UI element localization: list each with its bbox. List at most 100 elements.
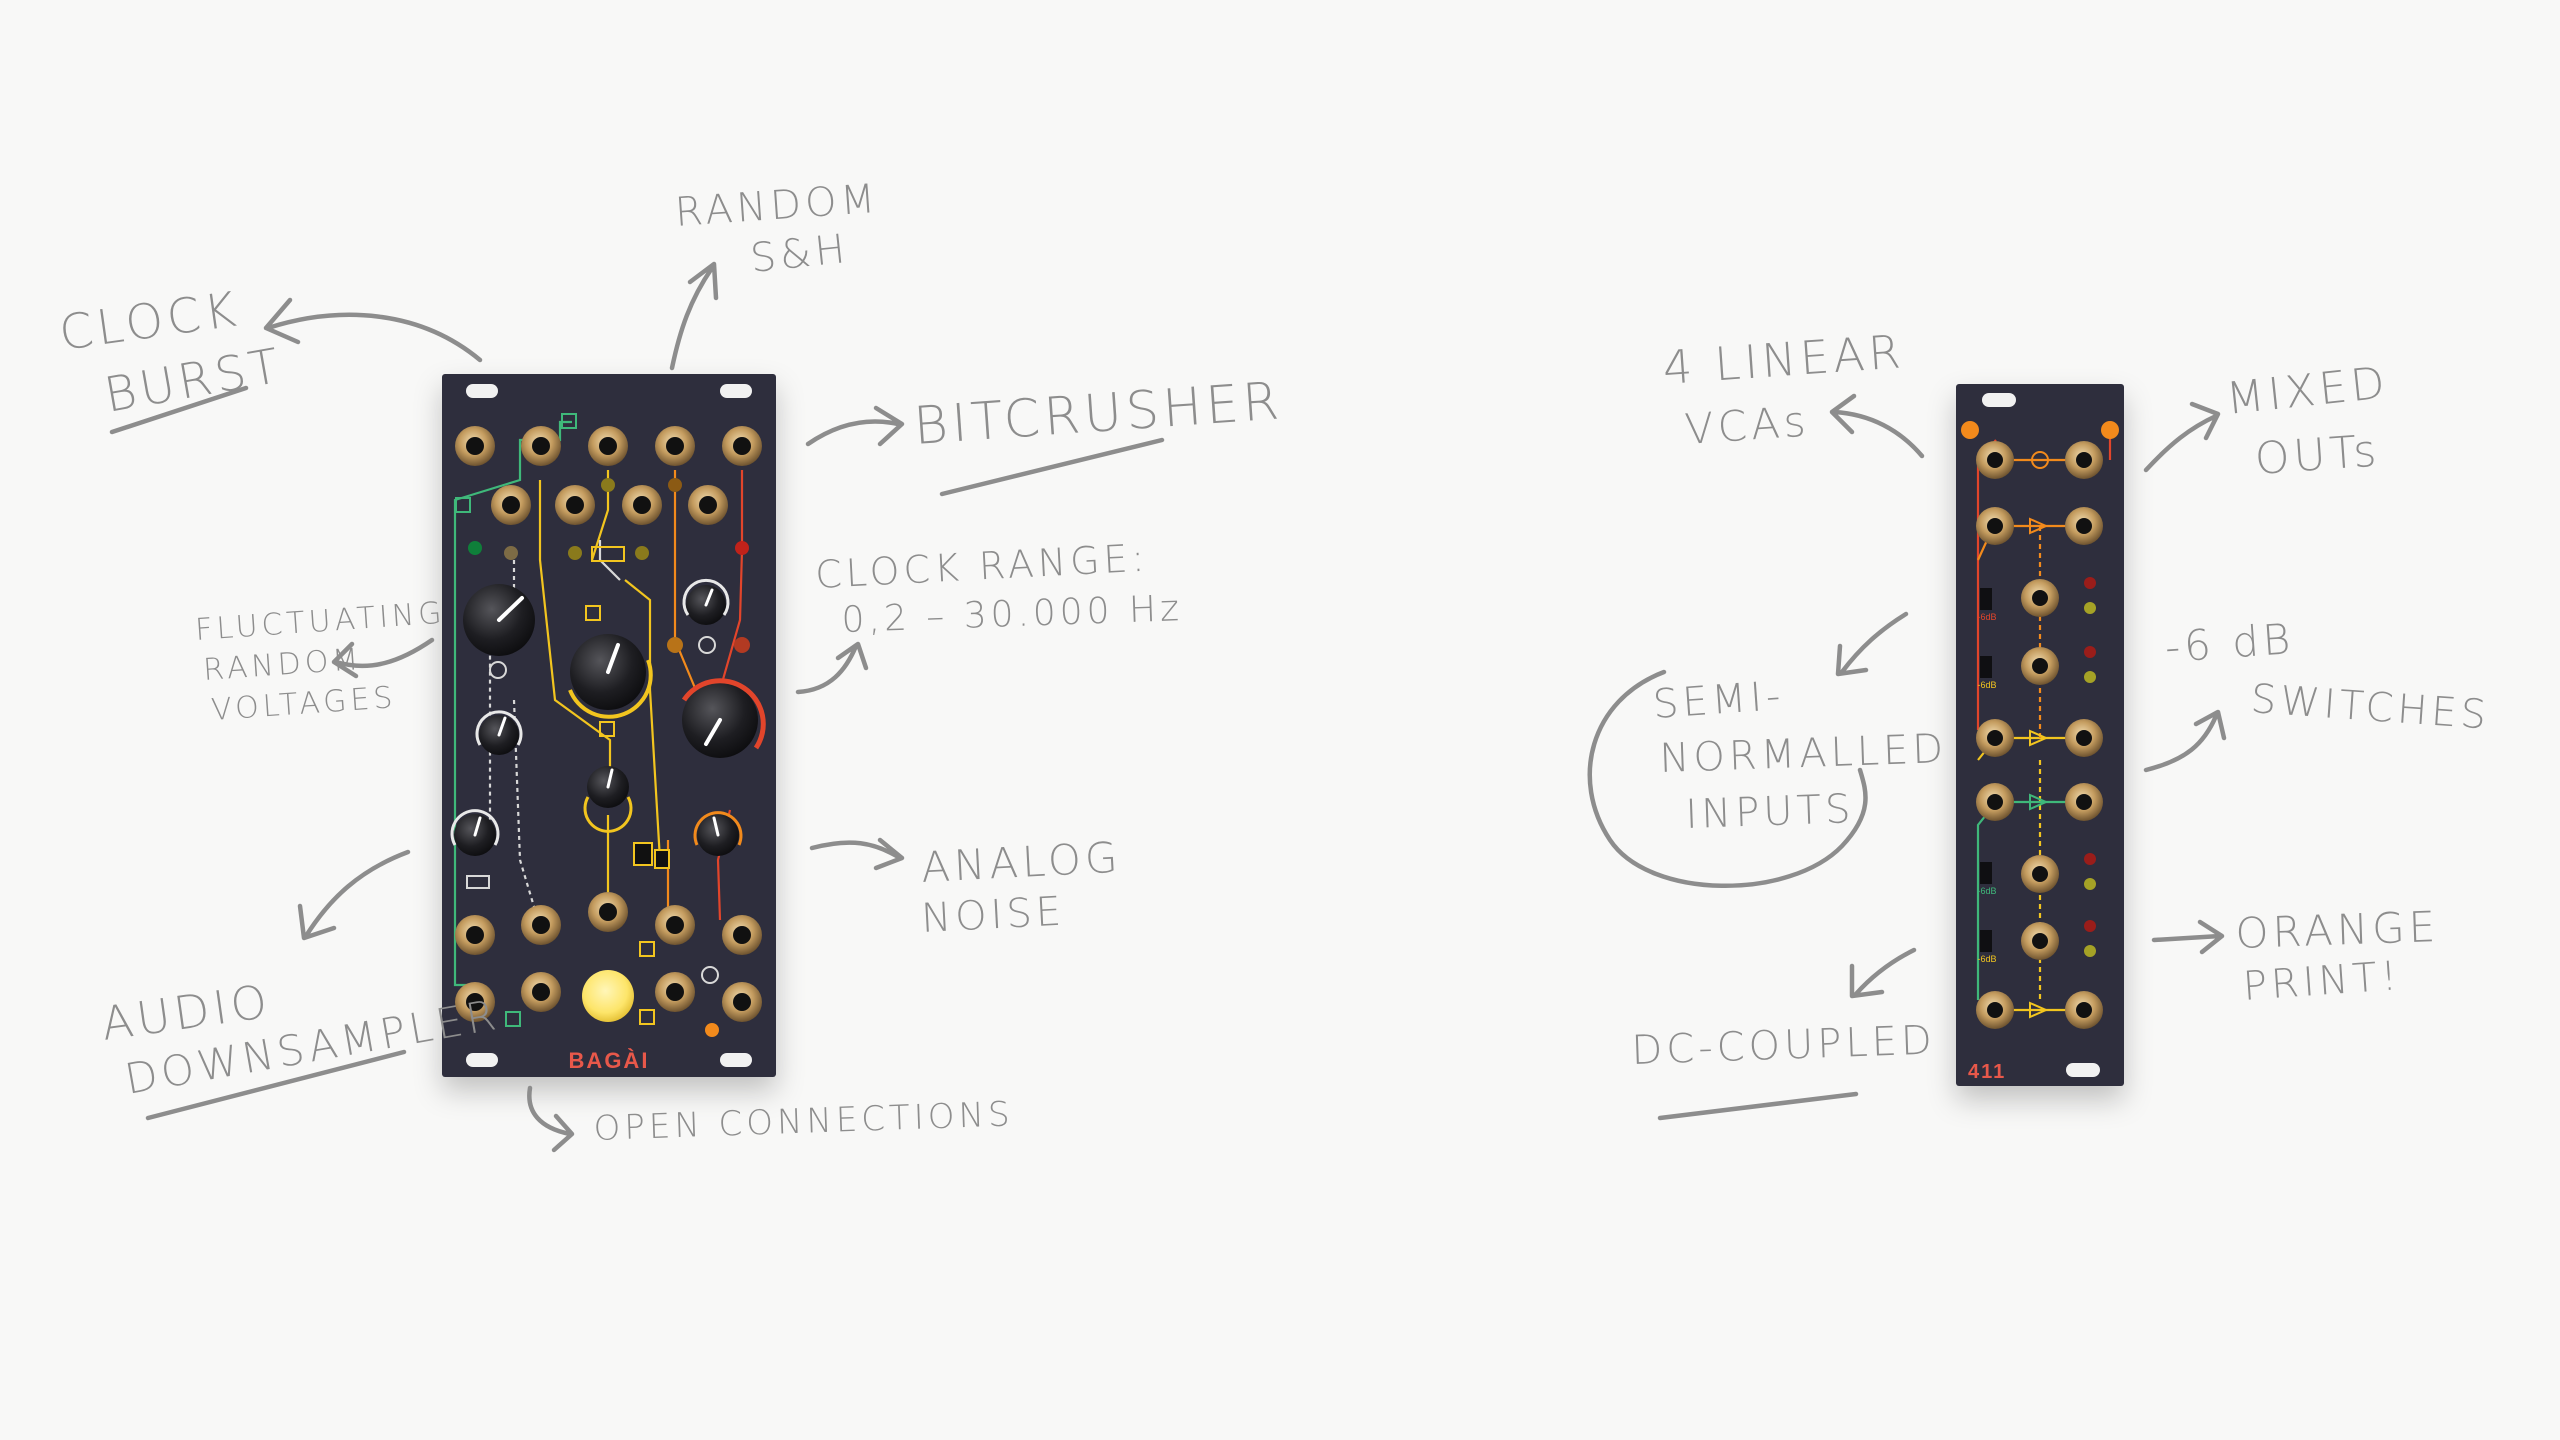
m411-vca-symbols (2029, 517, 2049, 1019)
underline (939, 437, 1165, 497)
led-orange (668, 478, 682, 492)
m411-logo: 411 (1968, 1061, 2006, 1083)
arrow-icon (331, 637, 435, 679)
led-yellow (601, 478, 615, 492)
annotation-linear-vcas: 4 LINEAR VCAs (1661, 324, 1925, 459)
arrow-icon (2151, 919, 2225, 955)
annotation-text: SWITCHES (2249, 676, 2491, 739)
annotation-open-connections: OPEN CONNECTIONS (527, 1085, 1014, 1153)
arrow-icon (297, 849, 411, 941)
sum-icon (2031, 451, 2049, 469)
annotation-semi-normalled: SEMI- NORMALLED INPUTS (1587, 611, 1948, 888)
mounting-hole (466, 384, 498, 398)
led-red (2084, 577, 2096, 589)
bagai-panel (442, 374, 776, 1077)
m411-leds (2084, 577, 2096, 957)
switch[interactable] (654, 849, 670, 869)
led-red (2084, 646, 2096, 658)
bagai-logo: BAGÀI (569, 1048, 650, 1073)
annotation-orange-print: ORANGE PRINT! (2151, 902, 2440, 1010)
db-switch-label: -6dB (1977, 954, 1996, 964)
annotation-analog-noise: ANALOG NOISE (809, 833, 1123, 942)
db-switch[interactable] (1980, 656, 1992, 678)
burst-button[interactable] (582, 970, 634, 1022)
led-red (2084, 853, 2096, 865)
bagai-icons (455, 413, 719, 1027)
led-white (504, 546, 518, 560)
annotation-text: FLUCTUATING (194, 596, 447, 648)
db-switch[interactable] (1980, 588, 1992, 610)
mounting-hole (2066, 1063, 2100, 1077)
annotation-text: BITCRUSHER (912, 371, 1285, 457)
multiply-icon (489, 661, 507, 679)
annotation-text: NORMALLED (1659, 726, 1948, 782)
arrow-icon (1835, 611, 1909, 677)
annotation-text: 4 LINEAR (1661, 324, 1906, 395)
led-yellow (2084, 878, 2096, 890)
mounting-hole (466, 1053, 498, 1067)
arrow-icon (795, 641, 869, 695)
m411-jacks (1976, 441, 2103, 1029)
annotation-text: DC-COUPLED (1631, 1017, 1937, 1074)
circle-outline (1587, 669, 1868, 888)
annotation-db-switches: -6 dB SWITCHES (2143, 614, 2491, 773)
bagai-jacks (455, 426, 762, 1022)
arrow-icon (1849, 947, 1917, 999)
led-green (468, 541, 482, 555)
arrow-icon (263, 297, 483, 363)
led-red (2084, 920, 2096, 932)
annotation-text: -6 dB (2163, 614, 2295, 672)
db-switch[interactable] (1980, 862, 1992, 884)
square-icon (505, 1011, 521, 1027)
annotation-text: NOISE (920, 889, 1066, 942)
vca-triangle-icon (2029, 729, 2049, 747)
square-icon (455, 497, 471, 513)
annotation-text: S&H (748, 226, 851, 282)
arrow-icon (809, 837, 905, 871)
annotation-text: OPEN CONNECTIONS (593, 1094, 1014, 1149)
underline (109, 385, 249, 435)
mounting-hole (720, 1053, 752, 1067)
led-red (734, 637, 750, 653)
arrow-icon (527, 1085, 575, 1153)
annotation-text: ANALOG (920, 833, 1123, 892)
arrow-icon (2143, 709, 2227, 773)
bagai-leds (468, 478, 750, 653)
chevron-up-icon (2101, 421, 2119, 439)
vca-triangle-icon (2029, 1001, 2049, 1019)
arrow-icon (669, 261, 719, 371)
annotation-clock-range: CLOCK RANGE: 0,2 – 30.000 Hz (795, 536, 1184, 695)
switch[interactable] (633, 842, 653, 866)
arrow-icon (805, 405, 905, 447)
bagai-module: BAGÀI (442, 374, 776, 1077)
trace-yellow (538, 480, 612, 800)
db-switch[interactable] (1980, 930, 1992, 952)
annotation-clock-burst: CLOCK BURST (56, 281, 483, 435)
bagai-knobs (450, 578, 766, 856)
annotation-text: MIXED (2224, 357, 2391, 425)
wave-icon (466, 875, 490, 889)
m411-module: -6dB -6dB -6dB -6dB 411 (1956, 384, 2124, 1086)
annotation-text: CLOCK RANGE: (814, 536, 1149, 597)
sample-icon (639, 941, 655, 957)
underline (145, 1049, 407, 1121)
sample-icon (639, 1009, 655, 1025)
mounting-hole (1982, 393, 2016, 407)
underline (1657, 1091, 1859, 1121)
led-yellow (2084, 602, 2096, 614)
mounting-hole (720, 384, 752, 398)
annotation-text: VCAs (1683, 396, 1811, 454)
trace-red (718, 470, 744, 691)
sample-icon (585, 605, 601, 621)
annotation-text: INPUTS (1685, 786, 1855, 838)
led-orange (705, 1023, 719, 1037)
led-yellow (635, 546, 649, 560)
trace-yellow (624, 579, 662, 861)
annotation-fluctuating: FLUCTUATING RANDOM VOLTAGES (194, 596, 447, 728)
noise-icon (701, 966, 719, 984)
annotation-text: VOLTAGES (210, 680, 397, 728)
led-yellow (568, 546, 582, 560)
vca-triangle-icon (2029, 517, 2049, 535)
vca-triangle-icon (2029, 793, 2049, 811)
db-switch-label: -6dB (1977, 680, 1996, 690)
